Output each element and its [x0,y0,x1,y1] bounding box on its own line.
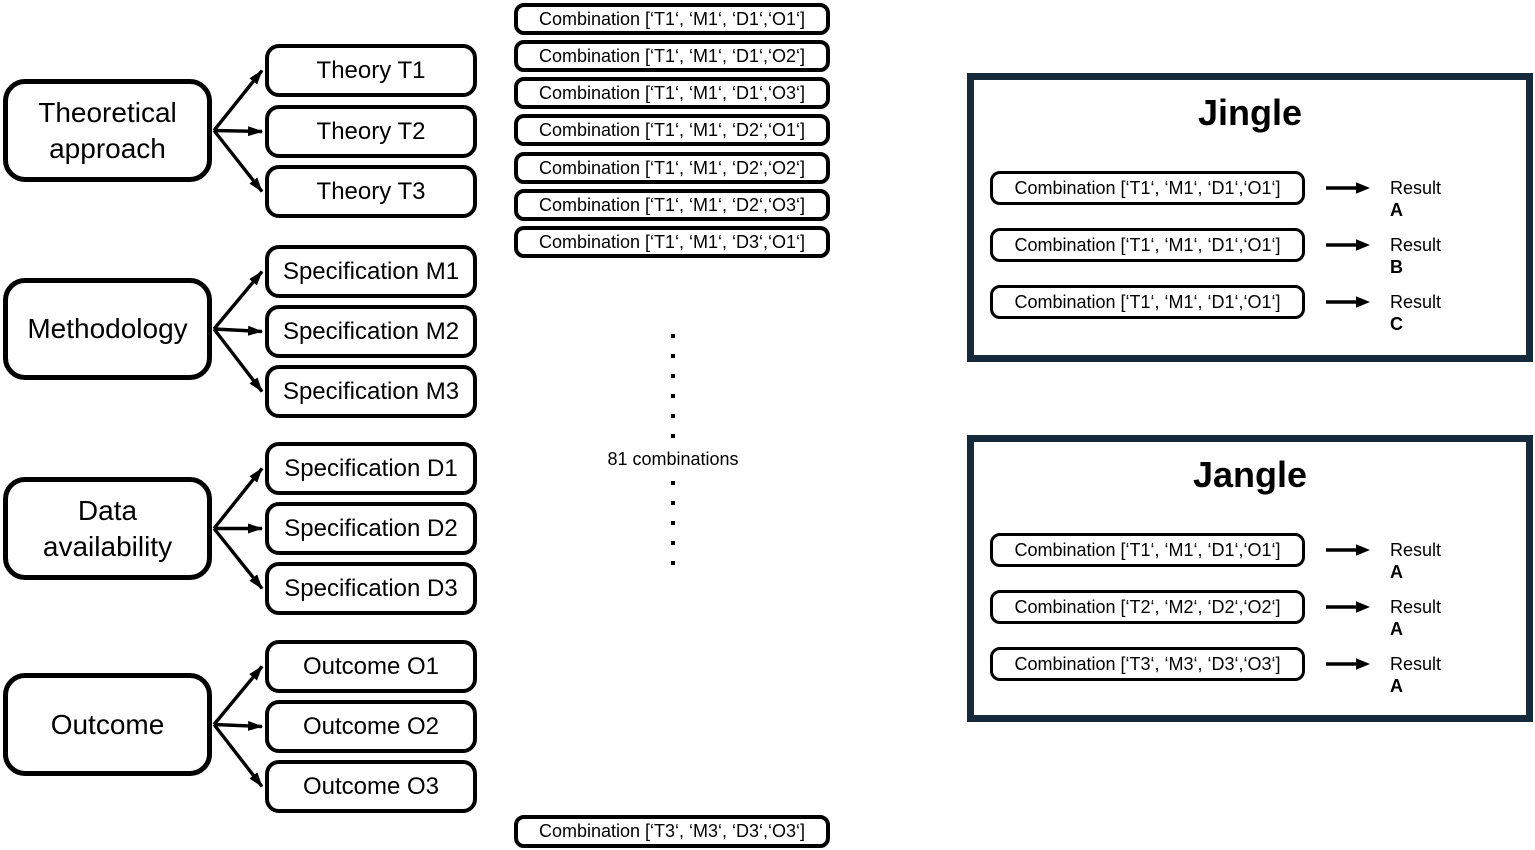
option-box-theory-t2: Theory T2 [265,105,477,158]
result-word: Result [1390,178,1442,198]
ellipsis-dot [671,481,675,485]
result-word: Result [1390,235,1442,255]
combination-box-2: Combination [‘T1‘, ‘M1‘, ‘D1‘,‘O2‘] [514,40,830,72]
ellipsis-dot [671,414,675,418]
result-arrow-icon [1326,601,1370,613]
panel-title-jingle: Jingle [1197,92,1303,133]
combination-box-3: Combination [‘T1‘, ‘M1‘, ‘D1‘,‘O3‘] [514,77,830,109]
ellipsis-dot [671,374,675,378]
combination-box-6: Combination [‘T1‘, ‘M1‘, ‘D2‘,‘O3‘] [514,189,830,221]
category-box-theoretical-approach: Theoretical approach [3,79,212,182]
result-letter: B [1390,257,1403,277]
combination-box-5: Combination [‘T1‘, ‘M1‘, ‘D2‘,‘O2‘] [514,152,830,184]
result-letter: C [1390,314,1403,334]
option-box-specification-m2: Specification M2 [265,305,477,358]
fan-arrow [212,327,264,393]
result-arrow-icon [1326,658,1370,670]
category-box-outcome: Outcome [3,673,212,776]
result-arrow-icon [1326,296,1370,308]
panel-title-jangle: Jangle [1192,454,1308,495]
fan-arrow [212,69,264,132]
result-letter: A [1390,619,1403,639]
result-letter: A [1390,200,1403,220]
result-word: Result [1390,540,1442,560]
panel-combination-box: Combination [‘T3‘, ‘M3‘, ‘D3‘,‘O3‘] [990,647,1305,681]
option-box-outcome-o3: Outcome O3 [265,760,477,813]
result-arrow-icon [1326,544,1370,556]
ellipsis-dot [671,354,675,358]
ellipsis-dot [671,541,675,545]
option-box-specification-d3: Specification D3 [265,562,477,615]
category-box-data-availability: Data availability [3,477,212,580]
option-box-theory-t1: Theory T1 [265,44,477,97]
combination-box-7: Combination [‘T1‘, ‘M1‘, ‘D3‘,‘O1‘] [514,226,830,258]
panel-combination-box: Combination [‘T1‘, ‘M1‘, ‘D1‘,‘O1‘] [990,533,1305,567]
ellipsis-dot [671,334,675,338]
panel-combination-box: Combination [‘T2‘, ‘M2‘, ‘D2‘,‘O2‘] [990,590,1305,624]
ellipsis-dot [671,394,675,398]
fan-arrow [212,665,264,726]
result-word: Result [1390,292,1442,312]
result-arrow-icon [1326,182,1370,194]
fan-arrow [212,129,264,193]
option-box-specification-m3: Specification M3 [265,365,477,418]
result-letter: A [1390,676,1403,696]
ellipsis-dot [671,434,675,438]
combination-box-4: Combination [‘T1‘, ‘M1‘, ‘D2‘,‘O1‘] [514,114,830,146]
combination-box-1: Combination [‘T1‘, ‘M1‘, ‘D1‘,‘O1‘] [514,3,830,35]
fan-arrow [212,527,264,590]
result-word: Result [1390,654,1442,674]
option-box-theory-t3: Theory T3 [265,165,477,218]
fan-arrow [213,720,263,731]
panel-combination-box: Combination [‘T1‘, ‘M1‘, ‘D1‘,‘O1‘] [990,171,1305,205]
ellipsis-dot [671,521,675,525]
fan-arrow [212,467,264,530]
option-box-outcome-o2: Outcome O2 [265,700,477,753]
fan-arrow [212,723,264,788]
result-arrow-icon [1326,239,1370,251]
ellipsis-dot [671,561,675,565]
option-box-specification-d1: Specification D1 [265,442,477,495]
combination-box-last: Combination [‘T3‘, ‘M3‘, ‘D3‘,‘O3‘] [514,815,830,848]
result-letter: A [1390,562,1403,582]
result-word: Result [1390,597,1442,617]
panel-combination-box: Combination [‘T1‘, ‘M1‘, ‘D1‘,‘O1‘] [990,285,1305,319]
option-box-specification-m1: Specification M1 [265,245,477,298]
category-box-methodology: Methodology [3,278,212,380]
ellipsis-dot [671,501,675,505]
fan-arrow [213,325,263,336]
option-box-outcome-o1: Outcome O1 [265,640,477,693]
panel-combination-box: Combination [‘T1‘, ‘M1‘, ‘D1‘,‘O1‘] [990,228,1305,262]
fan-arrow [212,270,264,331]
ellipsis-column: 81 combinations [573,326,773,573]
fan-arrow [213,126,263,137]
combinations-count-label: 81 combinations [607,449,739,469]
option-box-specification-d2: Specification D2 [265,502,477,555]
